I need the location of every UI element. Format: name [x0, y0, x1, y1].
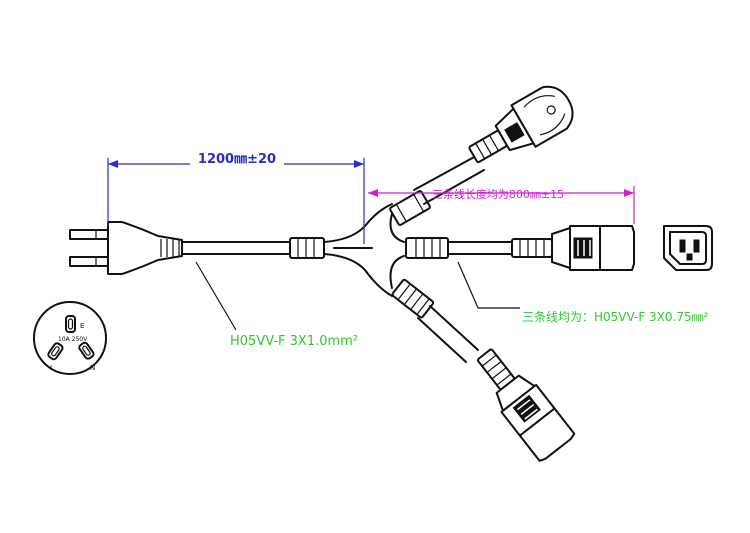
c13-front-view: [663, 225, 713, 271]
plug-pin-bottom: [69, 256, 109, 267]
main-length-dimension: 1200㎜±20: [107, 151, 365, 244]
branch-cable-callout: 三条线均为：H05VV-F 3X0.75㎜²: [457, 261, 709, 324]
rating-text: 10A 250V: [58, 336, 88, 343]
middle-connector: [511, 225, 635, 271]
neutral-mark: N: [90, 364, 95, 372]
plug-side-view: [69, 221, 183, 275]
plug-face-view: E L N 10A 250V: [33, 301, 107, 375]
branch-length-label: 三条线长度均为800㎜±15: [432, 187, 564, 201]
branch-cable-spec: 三条线均为：H05VV-F 3X0.75㎜²: [522, 310, 709, 324]
c13-slot-left: [679, 239, 686, 253]
c13-slot-right: [693, 239, 700, 253]
splitter-collar-middle: [405, 237, 449, 259]
main-cable-callout: H05VV-F 3X1.0mm²: [195, 261, 358, 349]
plug-body: [107, 221, 183, 275]
branch-cable-top: [413, 155, 485, 205]
branch-length-dimension: 三条线长度均为800㎜±15: [368, 186, 635, 224]
splitter-collar-bottom: [391, 278, 435, 319]
top-connector: [468, 85, 574, 164]
plug-pin-top: [69, 229, 109, 240]
splitter-body: [323, 203, 405, 297]
live-mark: L: [50, 364, 54, 372]
main-cable-spec: H05VV-F 3X1.0mm²: [230, 334, 358, 349]
earth-mark: E: [80, 322, 84, 330]
branch-cable-middle: [447, 241, 513, 255]
splitter-collar-top: [389, 190, 431, 226]
bottom-connector: [477, 348, 576, 462]
branch-cable-bottom: [417, 305, 479, 363]
main-cable-sleeve: [289, 237, 325, 259]
c13-slot-earth: [686, 253, 693, 261]
main-length-label: 1200㎜±20: [198, 152, 276, 167]
main-cable: [181, 241, 293, 255]
